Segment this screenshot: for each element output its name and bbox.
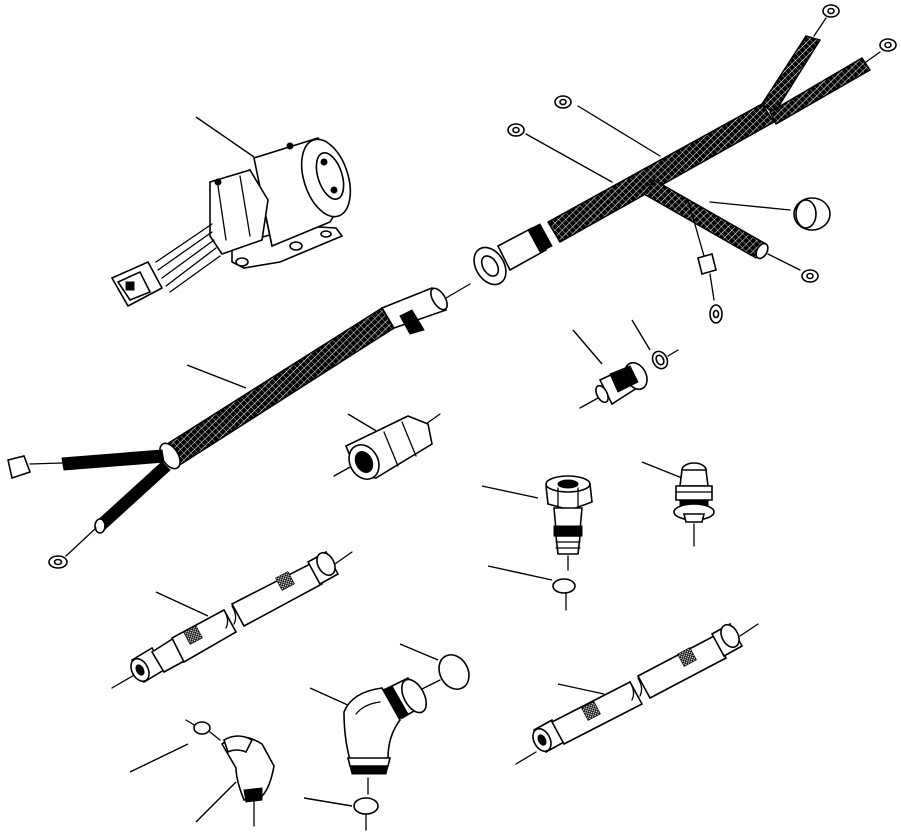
leader-line [309,687,351,707]
spade-terminal [697,253,717,275]
hose-right [515,622,759,765]
connector-fitting [481,475,593,611]
braided-sleeve [546,103,776,244]
plug-fitting [641,461,715,547]
hose-left [111,550,353,689]
leader-line [557,683,605,695]
hose-body [170,608,238,664]
end-cap [7,455,32,480]
end-sleeve [380,287,448,329]
leader-line [641,461,683,479]
elbow-body [343,687,401,761]
leader-line [195,781,237,823]
motor-assembly [110,116,352,308]
wire-branch-upper [61,449,165,471]
o-ring [552,578,576,594]
o-ring [438,654,470,690]
elbow-fitting-large [303,643,470,831]
leader-line [186,364,247,389]
leader-line [399,643,439,661]
leader-line [303,797,353,807]
o-ring [193,721,211,735]
o-ring [353,797,379,815]
leader-line [347,413,379,433]
plug-head [679,469,709,487]
wire-harness-right [473,4,897,324]
leader-line [129,743,189,773]
wire-harness-left [7,283,471,569]
elbow-fitting-small [129,719,275,827]
leader-line [487,565,553,581]
coupling [333,413,441,480]
adapter-fitting [572,319,679,409]
leader-line [631,319,651,351]
wire-branch-lower [95,461,171,531]
leader-line [481,485,539,499]
leader-line [195,116,255,158]
leader-line [572,329,603,365]
leader-line [155,591,209,617]
